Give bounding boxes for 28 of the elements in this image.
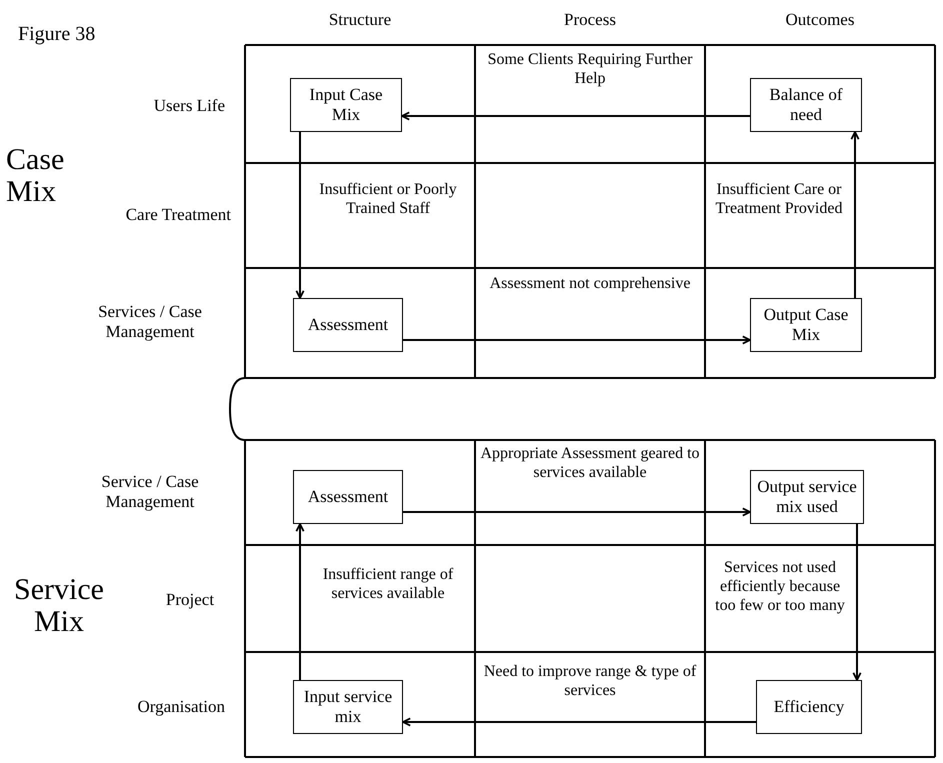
row-heading: Case Mix [6,144,66,208]
row-heading: Care Treatment [124,205,231,225]
figure-title: Figure 38 [18,24,96,44]
row-heading: Service Mix [13,574,105,638]
process-box: Assessment [293,470,403,524]
arrow [296,523,304,680]
row-heading: Project [164,590,216,610]
arrow [403,336,751,344]
arrow [850,131,860,298]
process-box: Efficiency [756,680,862,734]
row-heading: Services / Case Management [97,302,203,342]
row-heading: Users Life [152,96,225,116]
process-box: Output Case Mix [750,298,862,352]
process-box: Input service mix [293,680,403,734]
column-heading: Structure [328,10,392,30]
arrow [296,132,304,299]
column-heading: Outcomes [784,10,856,30]
row-heading: Service / Case Management [100,472,200,512]
process-box: Output service mix used [750,470,864,524]
column-heading: Process [563,10,617,30]
arrow [401,112,750,120]
arrow [402,718,756,726]
arrow [403,508,751,516]
process-box: Balance of need [750,78,862,132]
process-box: Assessment [293,298,403,352]
arrow [852,524,862,681]
row-heading: Organisation [136,697,225,717]
process-box: Input Case Mix [290,78,402,132]
